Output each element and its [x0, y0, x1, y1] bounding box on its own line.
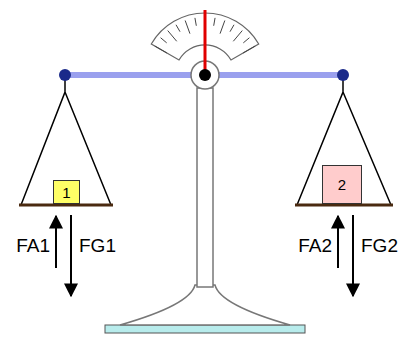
- weight-block: 2: [322, 165, 362, 204]
- tick: [185, 20, 190, 33]
- tick: [176, 25, 180, 32]
- tick: [243, 38, 249, 43]
- tick: [233, 31, 242, 42]
- tick: [195, 18, 196, 26]
- block-number: 1: [62, 185, 70, 200]
- beam-end: [59, 69, 71, 81]
- buoyancy-arrow: [55, 216, 57, 268]
- tick: [243, 46, 255, 53]
- right-pan-strings: [297, 75, 391, 205]
- weight-block: 1: [53, 180, 80, 204]
- weight-arrow: [70, 215, 72, 296]
- needle: [204, 10, 207, 75]
- tick: [168, 31, 177, 42]
- force-label: FA1: [16, 236, 50, 255]
- tick: [230, 25, 234, 32]
- base-plate: [105, 325, 305, 333]
- tick: [220, 20, 225, 33]
- tick: [161, 38, 167, 43]
- beam-end: [337, 69, 349, 81]
- block-number: 2: [338, 177, 346, 192]
- tick: [214, 18, 215, 26]
- tick: [155, 46, 167, 53]
- pivot-pin: [199, 69, 211, 81]
- force-label: FG2: [361, 236, 398, 255]
- column: [197, 88, 213, 287]
- weight-arrow: [352, 215, 354, 296]
- force-label: FG1: [79, 236, 116, 255]
- buoyancy-arrow: [337, 216, 339, 268]
- foot: [120, 285, 290, 325]
- force-label: FA2: [298, 236, 332, 255]
- left-pan-strings: [21, 75, 111, 205]
